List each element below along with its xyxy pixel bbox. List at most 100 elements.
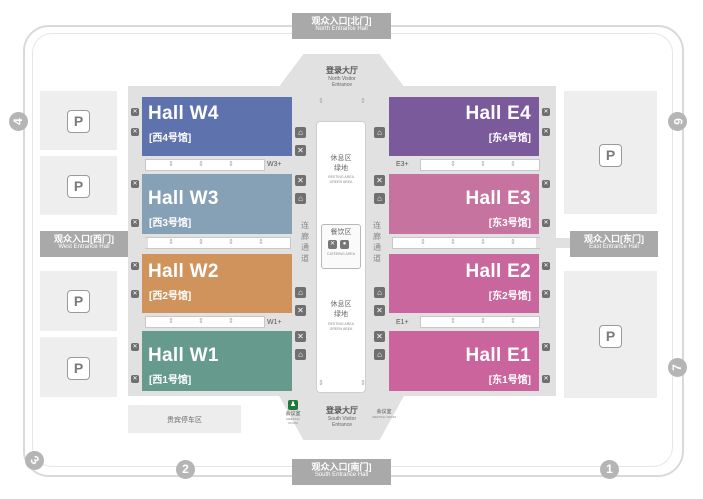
north-entrance-gate[interactable]: 观众入口[北门] North Entrance Hall — [292, 13, 391, 39]
south-lobby-en2: Entrance — [331, 422, 352, 428]
hall-w2-cn: [西2号馆] — [149, 291, 192, 302]
north-lobby-label: 登录大厅 North Visitor Entrance — [304, 65, 380, 88]
north-lobby-en2: Entrance — [331, 82, 352, 88]
connector-w2-w1 — [145, 316, 265, 328]
hall-w3[interactable]: Hall W3 [西3号馆] — [142, 174, 292, 234]
hall-e1-cn: [东1号馆] — [488, 375, 531, 386]
hall-w4[interactable]: Hall W4 [西4号馆] — [142, 97, 292, 156]
hall-w1[interactable]: Hall W1 [西1号馆] — [142, 331, 292, 391]
connector-label-w3: W3+ — [267, 161, 282, 168]
corridor-right-label: 连 廊 通 道 — [372, 220, 382, 264]
vip-parking-area[interactable]: 贵宾停车区 — [128, 405, 241, 433]
service-icon: ✕ — [542, 375, 550, 383]
hall-w3-name: Hall W3 — [148, 188, 219, 209]
arrow-icon: ⇕ — [198, 239, 204, 246]
hall-e1-name: Hall E1 — [465, 345, 531, 366]
hall-w2-name: Hall W2 — [148, 261, 219, 282]
parking-lot-west-4[interactable]: P — [40, 337, 117, 397]
arrow-icon: ⇕ — [168, 318, 174, 325]
hall-w4-cn: [西4号馆] — [149, 133, 192, 144]
service-icon: ✕ — [131, 108, 139, 116]
route-badge-4: 4 — [9, 112, 28, 131]
east-gate-cn: 观众入口[东门] — [584, 234, 644, 244]
parking-lot-west-1[interactable]: P — [40, 91, 117, 150]
arrow-icon: ⇕ — [450, 161, 456, 168]
catering-en: CATERING AREA — [326, 252, 356, 256]
rest-top-cn2: 绿地 — [334, 165, 348, 172]
west-gate-cn: 观众入口[西门] — [54, 234, 114, 244]
hall-e3[interactable]: Hall E3 [东3号馆] — [389, 174, 539, 234]
rest-bottom-en1: RESTING AREA — [328, 322, 354, 326]
east-gate-link — [536, 238, 570, 248]
parking-lot-west-2[interactable]: P — [40, 156, 117, 215]
service-icon: ✕ — [131, 262, 139, 270]
east-entrance-gate[interactable]: 观众入口[东门] East Entrance Hall — [570, 231, 658, 257]
route-badge-1: 1 — [600, 460, 619, 479]
arrow-icon: ⇕ — [258, 239, 264, 246]
service-icon: ✕ — [131, 343, 139, 351]
arrow-icon: ⇕ — [318, 380, 324, 387]
service-icon: ✕ — [131, 180, 139, 188]
service-icon: ✕ — [131, 219, 139, 227]
toilet-icon: ⌂ — [295, 127, 306, 138]
service-icon: ✕ — [131, 290, 139, 298]
toilet-icon: ⌂ — [295, 193, 306, 204]
hall-e2-cn: [东2号馆] — [488, 291, 531, 302]
connector-label-e3: E3+ — [396, 161, 409, 168]
arrow-icon: ⇕ — [480, 239, 486, 246]
west-gate-en: West Entrance Hall — [58, 244, 110, 251]
parking-icon: P — [599, 144, 622, 167]
meeting-left-cn: 会议室 — [285, 411, 301, 417]
connector-east-main — [392, 237, 540, 249]
hall-e4-name: Hall E4 — [465, 103, 531, 124]
parking-icon: P — [67, 110, 90, 133]
meeting-room-right[interactable]: 会议室 MEETING ROOM — [372, 408, 396, 426]
arrow-icon: ⇕ — [168, 161, 174, 168]
elevator-icon: ✕ — [374, 331, 385, 342]
route-badge-7: 7 — [668, 358, 687, 377]
parking-lot-east-2[interactable]: P — [564, 271, 657, 398]
south-lobby-label: 登录大厅 South Visitor Entrance — [304, 405, 380, 428]
catering-cn: 餐饮区 — [330, 229, 352, 236]
elevator-icon: ✕ — [295, 331, 306, 342]
south-lobby-cn: 登录大厅 — [326, 406, 358, 415]
arrow-icon: ⇕ — [168, 239, 174, 246]
parking-lot-east-1[interactable]: P — [564, 91, 657, 214]
hall-e4-cn: [东4号馆] — [488, 133, 531, 144]
toilet-icon: ⌂ — [295, 349, 306, 360]
service-icon: ✕ — [542, 180, 550, 188]
service-icon: ✕ — [542, 343, 550, 351]
arrow-icon: ⇕ — [510, 239, 516, 246]
service-icon: ✕ — [542, 128, 550, 136]
hall-e2[interactable]: Hall E2 [东2号馆] — [389, 254, 539, 313]
connector-e4-e3 — [420, 159, 540, 171]
south-entrance-gate[interactable]: 观众入口[南门] South Entrance Hall — [292, 459, 391, 485]
arrow-icon: ⇕ — [228, 239, 234, 246]
hall-e3-cn: [东3号馆] — [488, 218, 531, 229]
north-gate-en: North Entrance Hall — [315, 26, 368, 33]
west-entrance-gate[interactable]: 观众入口[西门] West Entrance Hall — [40, 231, 128, 257]
south-lobby-en1: South Visitor — [327, 416, 357, 422]
parking-lot-west-3[interactable]: P — [40, 271, 117, 331]
arrow-icon: ⇕ — [480, 161, 486, 168]
service-icon: ✕ — [131, 128, 139, 136]
toilet-icon: ⌂ — [295, 287, 306, 298]
north-lobby-en1: North Visitor — [328, 76, 356, 82]
meeting-room-left[interactable]: ♟ 会议室 MEETING ROOM — [282, 400, 304, 425]
arrow-icon: ⇕ — [510, 318, 516, 325]
corridor-left-char: 道 — [301, 254, 309, 263]
hall-w4-name: Hall W4 — [148, 103, 219, 124]
corridor-left-char: 连 — [301, 221, 309, 230]
service-icon: ✕ — [542, 290, 550, 298]
hall-e4[interactable]: Hall E4 [东4号馆] — [389, 97, 539, 156]
toilet-icon: ⌂ — [374, 127, 385, 138]
rest-bottom-cn2: 绿地 — [334, 311, 348, 318]
arrow-icon: ⇕ — [198, 161, 204, 168]
south-gate-en: South Entrance Hall — [314, 472, 369, 479]
hall-e1[interactable]: Hall E1 [东1号馆] — [389, 331, 539, 391]
meeting-left-en: MEETING ROOM — [286, 417, 300, 425]
corridor-right-char: 道 — [373, 254, 381, 263]
corridor-right-char: 通 — [373, 243, 381, 252]
service-icon: ✕ — [542, 219, 550, 227]
hall-w2[interactable]: Hall W2 [西2号馆] — [142, 254, 292, 313]
